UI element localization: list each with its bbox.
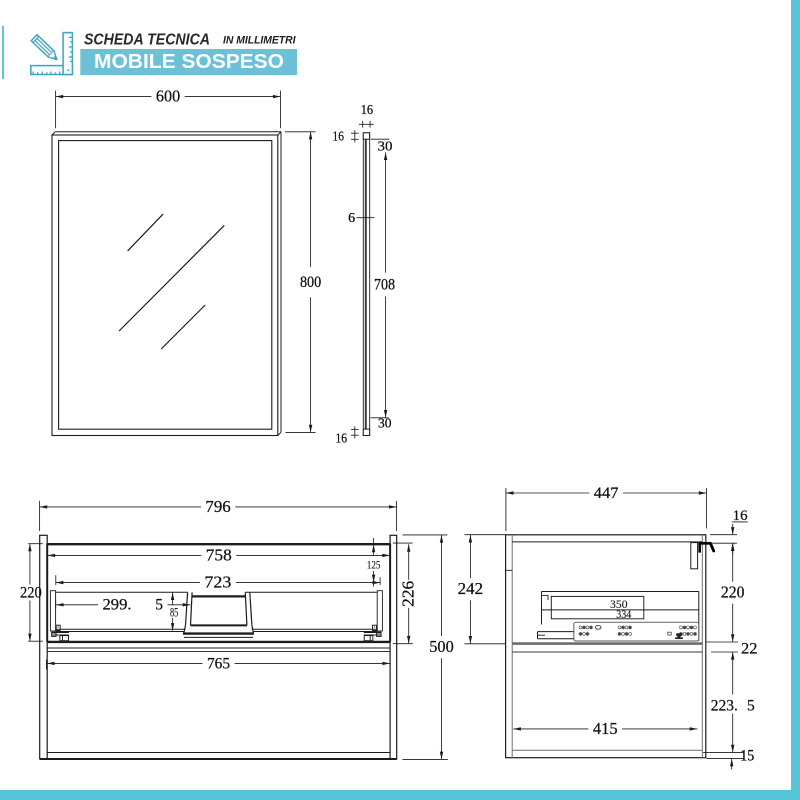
svg-text:85: 85 — [170, 605, 178, 619]
svg-text:765: 765 — [207, 655, 230, 672]
svg-text:220: 220 — [20, 584, 42, 601]
svg-text:334: 334 — [616, 607, 631, 621]
svg-text:758: 758 — [206, 545, 232, 564]
svg-text:SCHEDA TECNICA: SCHEDA TECNICA — [84, 31, 210, 48]
svg-text:796: 796 — [205, 497, 230, 516]
svg-text:125: 125 — [367, 559, 381, 571]
svg-text:800: 800 — [300, 274, 321, 291]
svg-text:6: 6 — [348, 210, 355, 225]
svg-text:5: 5 — [155, 597, 163, 614]
svg-text:299.: 299. — [103, 597, 132, 614]
svg-text:16: 16 — [733, 508, 748, 524]
svg-text:447: 447 — [594, 485, 619, 502]
svg-text:22: 22 — [741, 640, 758, 657]
svg-text:350: 350 — [610, 597, 628, 611]
svg-text:30: 30 — [378, 415, 392, 430]
svg-text:MOBILE SOSPESO: MOBILE SOSPESO — [94, 51, 284, 73]
svg-text:708: 708 — [374, 276, 395, 293]
svg-text:500: 500 — [429, 637, 454, 656]
svg-text:30: 30 — [378, 139, 393, 154]
svg-text:600: 600 — [156, 87, 180, 106]
svg-text:16: 16 — [336, 431, 348, 446]
svg-text:16: 16 — [333, 129, 345, 144]
svg-text:220: 220 — [721, 583, 745, 602]
svg-text:16: 16 — [361, 102, 374, 117]
svg-text:415: 415 — [593, 719, 618, 738]
svg-text:223.: 223. — [711, 698, 738, 715]
svg-text:15: 15 — [740, 748, 754, 765]
svg-text:723: 723 — [204, 573, 231, 592]
svg-text:IN MILLIMETRI: IN MILLIMETRI — [223, 34, 296, 46]
svg-text:5: 5 — [747, 698, 755, 715]
svg-text:226: 226 — [398, 581, 417, 607]
svg-text:242: 242 — [458, 579, 483, 598]
